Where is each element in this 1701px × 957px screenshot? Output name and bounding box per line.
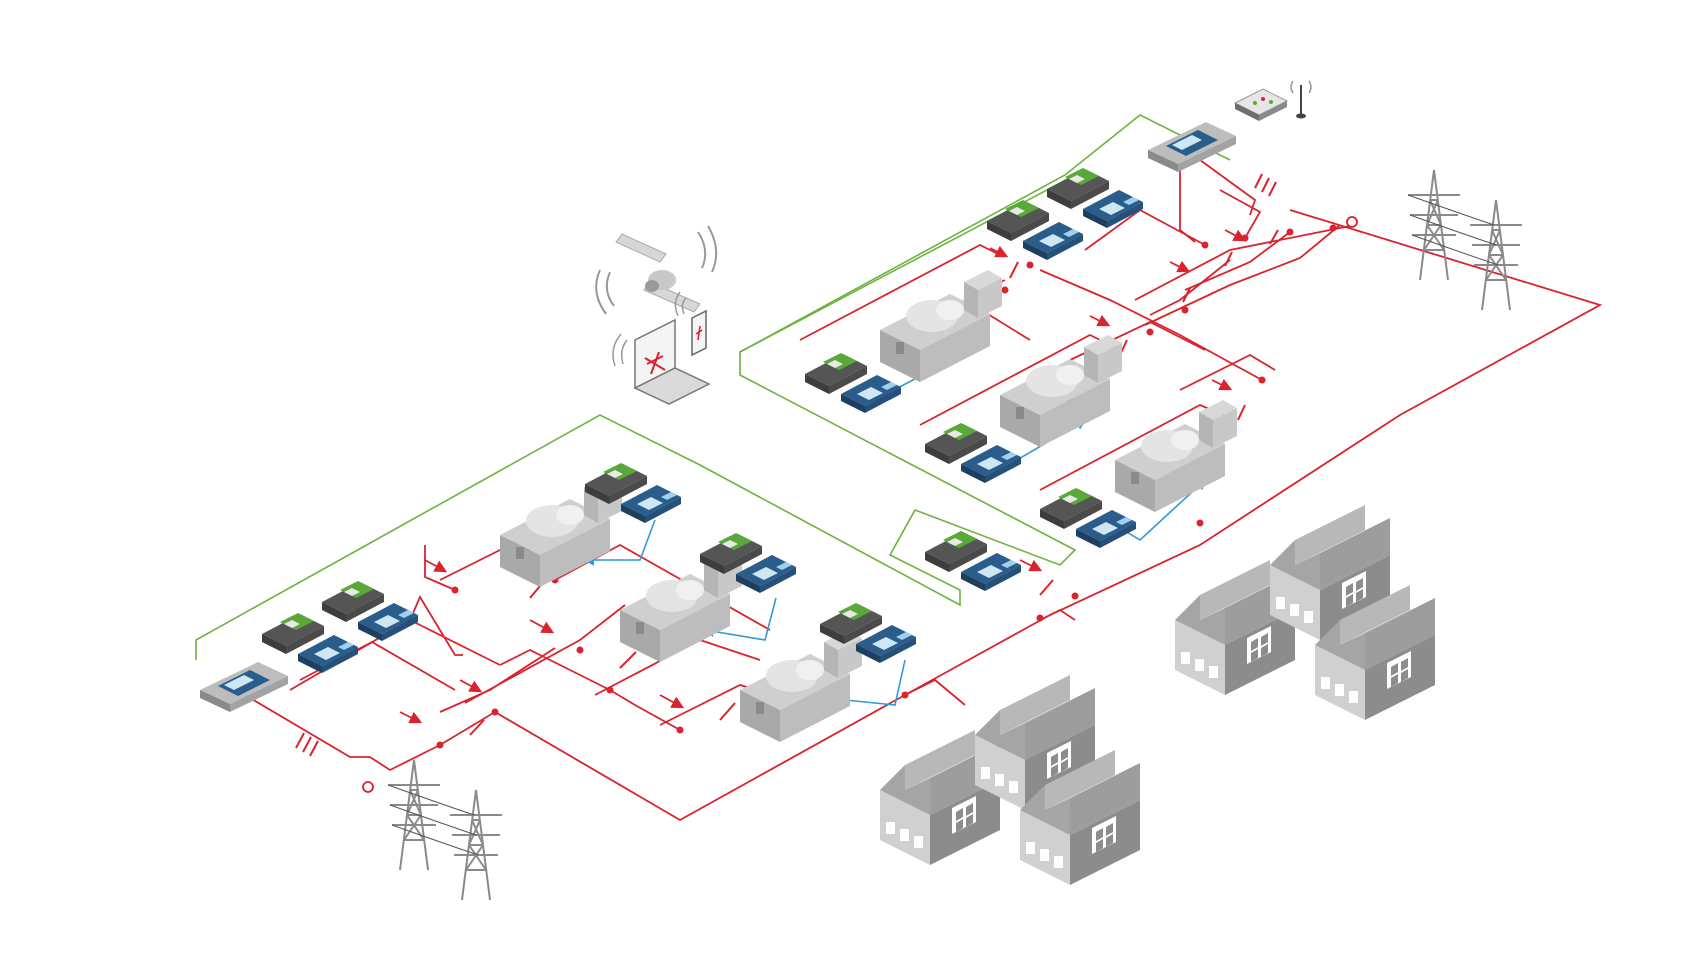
transmission-tower-icon xyxy=(1407,169,1461,281)
gateway-router-icon xyxy=(1233,80,1312,121)
controller-module xyxy=(262,613,358,673)
transmission-tower-icon xyxy=(1469,199,1523,311)
generator-set xyxy=(740,630,862,742)
circuit-breakers xyxy=(469,229,1279,736)
controller-module xyxy=(322,581,418,641)
controller-module xyxy=(925,423,1021,483)
smartphone-icon xyxy=(674,291,707,357)
transmission-tower-icon xyxy=(449,789,503,901)
grid-controller-panel xyxy=(200,662,288,712)
laptop-icon xyxy=(612,318,711,405)
controller-module xyxy=(925,531,1021,591)
grid-controller-panel xyxy=(1148,122,1236,172)
satellite-icon xyxy=(595,225,718,315)
power-network xyxy=(244,154,1603,822)
power-flow-arrows xyxy=(399,229,1247,724)
power-cables xyxy=(387,194,1499,856)
transmission-tower-icon xyxy=(387,759,441,871)
grid-tie-marks xyxy=(295,173,1277,757)
communication-bus xyxy=(195,114,1231,660)
grid-tie-circles xyxy=(362,216,1358,793)
generator-set xyxy=(1000,335,1122,447)
generator-set xyxy=(880,270,1002,382)
